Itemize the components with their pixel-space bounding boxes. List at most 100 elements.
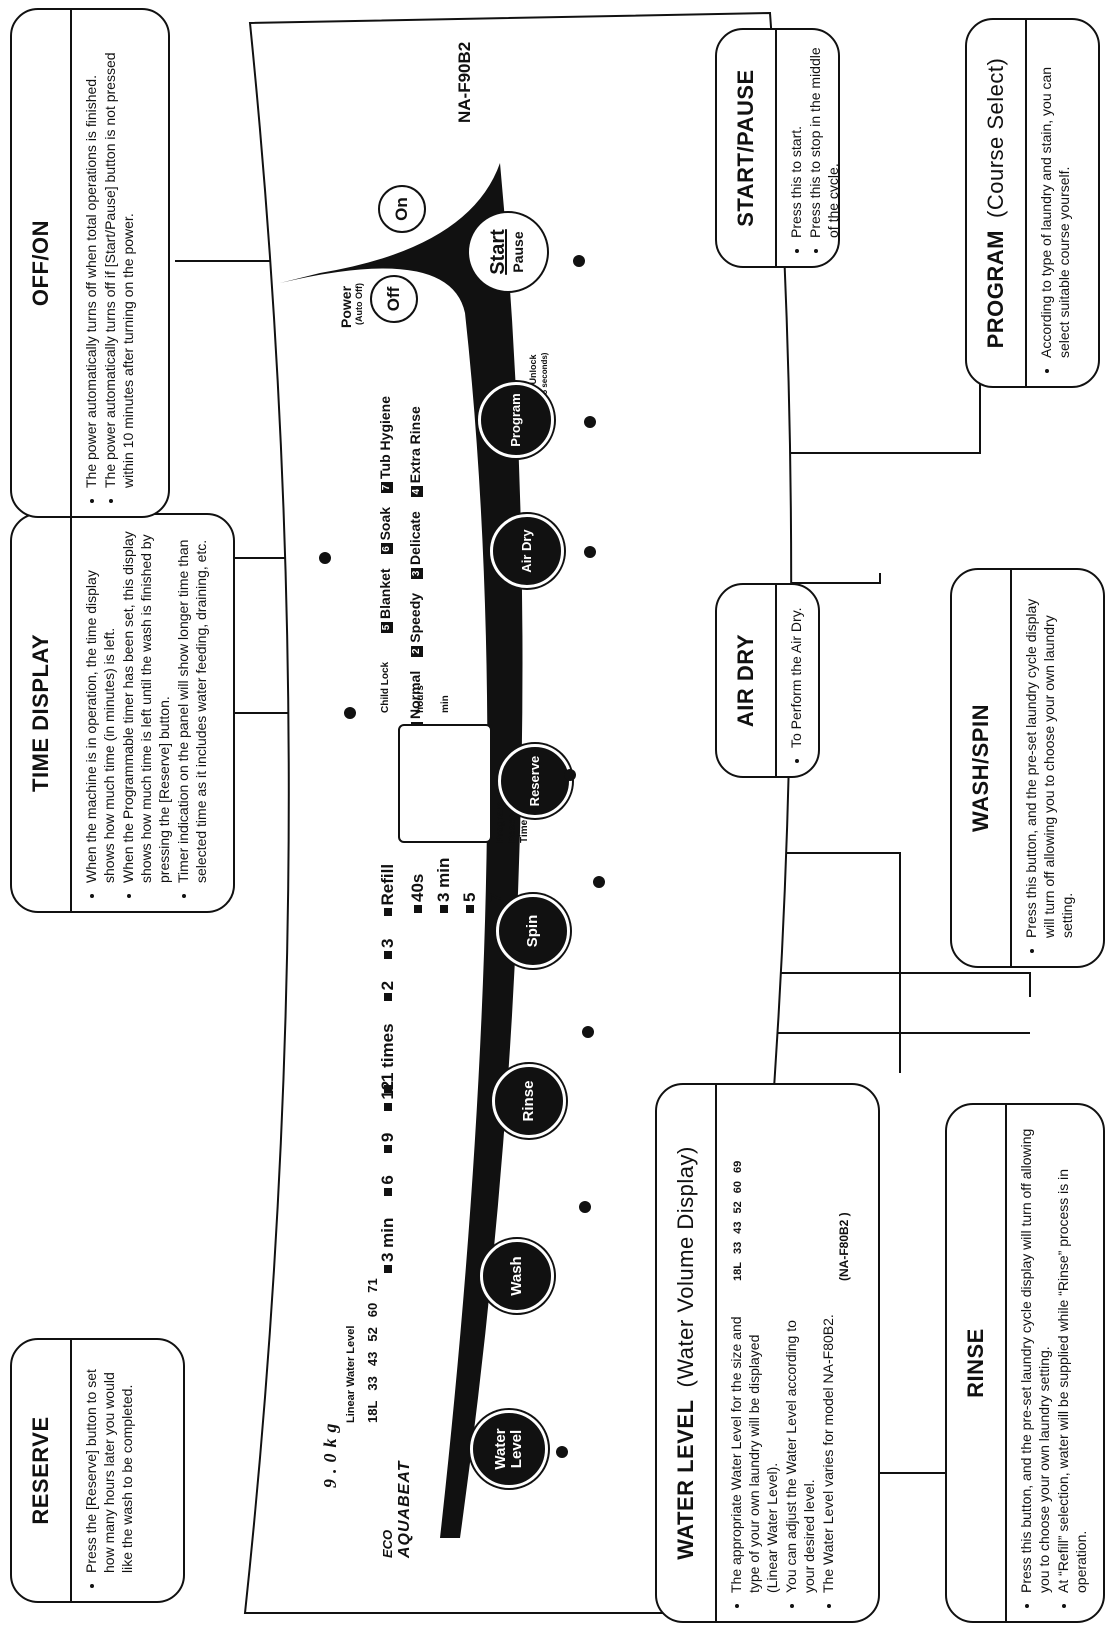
callout-item: Press the [Reserve] button to set how ma…	[82, 1354, 136, 1573]
program-item: 6Soak	[370, 507, 400, 555]
callout-program: PROGRAM (Course Select) According to typ…	[965, 18, 1100, 388]
callout-item: Timer indication on the panel will show …	[174, 529, 210, 883]
wash-option: 6	[378, 1175, 397, 1185]
connector-dot	[556, 1446, 568, 1458]
time-display-screen	[398, 724, 492, 843]
spin-button[interactable]: Spin	[496, 894, 570, 968]
program-list-left: 1Normal 2Speedy 3Delicate 4Extra Rinse	[400, 406, 430, 733]
water-level-value: 52	[365, 1327, 380, 1342]
callout-item: You can adjust the Water Level according…	[782, 1293, 818, 1593]
callout-item: The Water Level varies for model NA-F80B…	[819, 1293, 837, 1593]
callout-item: Press this button, and the pre-set laund…	[1017, 1119, 1053, 1593]
callout-item: The power automatically turns off if [St…	[101, 24, 137, 488]
capacity-label: 9.0kg	[320, 1417, 340, 1489]
callout-item: Press this button, and the pre-set laund…	[1022, 584, 1076, 938]
program-item: 4Extra Rinse	[400, 406, 430, 498]
wash-option: 9	[378, 1132, 397, 1143]
connector-dot	[582, 1026, 594, 1038]
f80b2-level-value: 69	[732, 1160, 744, 1174]
callout-subtitle: (Course Select)	[983, 57, 1008, 218]
connector-dot	[584, 546, 596, 558]
callout-time-display: TIME DISPLAY When the machine is in oper…	[10, 513, 235, 913]
callout-title: PROGRAM	[983, 229, 1008, 349]
reserve-button[interactable]: Reserve	[498, 744, 572, 818]
air-dry-button[interactable]: Air Dry	[490, 514, 564, 588]
water-level-value: 33	[365, 1376, 380, 1391]
rinse-option: 1 times	[378, 1023, 397, 1082]
display-program-label: Program	[495, 801, 506, 843]
model-number: NA-F90B2	[455, 41, 474, 123]
water-level-value: 43	[365, 1351, 380, 1367]
f80b2-level-value: 33	[732, 1241, 744, 1255]
callout-title-row: PROGRAM (Course Select)	[967, 20, 1027, 386]
spin-option: 7	[486, 892, 505, 902]
spin-option: 3 min	[434, 857, 453, 902]
rinse-button[interactable]: Rinse	[492, 1064, 566, 1138]
callout-title: WATER LEVEL	[673, 1399, 698, 1560]
min-label: min	[440, 695, 451, 713]
callout-item: According to type of laundry and stain, …	[1037, 34, 1073, 358]
spin-options: 40s 3 min 5 7	[405, 858, 509, 913]
connector-dot	[319, 552, 331, 564]
connector-dot	[573, 255, 585, 267]
program-item: 3Delicate	[400, 511, 430, 579]
callout-title: TIME DISPLAY	[12, 515, 72, 911]
water-level-scale: 18L 33 43 52 60 71	[365, 1278, 380, 1423]
callout-title: AIR DRY	[717, 585, 777, 776]
callout-item: The power automatically turns off when t…	[82, 24, 100, 488]
f80b2-level-value: 52	[732, 1201, 744, 1214]
f80b2-level-value: 43	[732, 1221, 744, 1234]
on-button[interactable]: On	[378, 185, 426, 233]
callout-item: To Perform the Air Dry.	[787, 599, 805, 748]
callout-item: Press this to start.	[787, 44, 805, 238]
callout-item: Press this to stop in the middle of the …	[806, 44, 840, 238]
f80b2-level-value: 18L	[732, 1262, 744, 1281]
pause-label: Pause	[510, 231, 526, 273]
connector-dot	[344, 707, 356, 719]
f80b2-model-note: (NA-F80B2 )	[837, 1212, 851, 1281]
callout-title: OFF/ON	[12, 10, 72, 516]
callout-title: RESERVE	[12, 1340, 72, 1601]
callout-wash-spin: WASH/SPIN Press this button, and the pre…	[950, 568, 1105, 968]
connector-dot	[584, 416, 596, 428]
callout-title: WASH/SPIN	[952, 570, 1012, 966]
callout-item: At “Refill” selection, water will be sup…	[1054, 1119, 1090, 1593]
callout-title: START/PAUSE	[717, 30, 777, 266]
connector-dot	[593, 876, 605, 888]
water-level-value: 60	[365, 1302, 380, 1318]
f80b2-water-levels: 18L 33 43 52 60 69	[732, 1161, 744, 1281]
start-pause-button[interactable]: Start Pause	[467, 211, 549, 293]
program-list-right: 5Blanket 6Soak 7Tub Hygiene	[370, 396, 400, 633]
rinse-option: 3	[378, 938, 397, 948]
program-item: 7Tub Hygiene	[370, 396, 400, 493]
callout-title: RINSE	[947, 1105, 1007, 1621]
water-level-button-line2: Level	[508, 1429, 525, 1469]
connector-dot	[579, 1201, 591, 1213]
program-button[interactable]: Program	[478, 382, 554, 458]
brand-aquabeat: AQUABEAT	[396, 1460, 413, 1558]
brand-eco: ECO	[380, 1529, 395, 1558]
spin-option: 40s	[408, 873, 427, 902]
off-button[interactable]: Off	[370, 275, 418, 323]
callout-reserve: RESERVE Press the [Reserve] button to se…	[10, 1338, 185, 1603]
linear-water-level-label: Linear Water Level	[345, 1325, 357, 1423]
callout-item: The appropriate Water Level for the size…	[727, 1293, 781, 1593]
water-level-button[interactable]: Water Level	[470, 1410, 548, 1488]
rinse-options: 1 times 2 3 Refill	[375, 864, 401, 1093]
program-item: 2Speedy	[400, 593, 430, 657]
program-item: 5Blanket	[370, 568, 400, 633]
panel-dark-band	[280, 163, 523, 1538]
rinse-option: 2	[378, 980, 397, 991]
callout-subtitle: (Water Volume Display)	[673, 1146, 698, 1388]
wash-options: 3 min 6 9 12	[375, 1081, 401, 1273]
water-level-value: 71	[365, 1278, 380, 1293]
connector-dot	[564, 769, 576, 781]
callout-start-pause: START/PAUSE Press this to start. Press t…	[715, 28, 840, 268]
start-label: Start	[487, 229, 509, 275]
callout-title-row: WATER LEVEL (Water Volume Display)	[657, 1085, 717, 1621]
rinse-option: Refill	[378, 863, 397, 906]
hours-label: hours	[415, 685, 426, 713]
wash-button[interactable]: Wash	[480, 1239, 554, 1313]
power-label: Power	[338, 285, 354, 328]
